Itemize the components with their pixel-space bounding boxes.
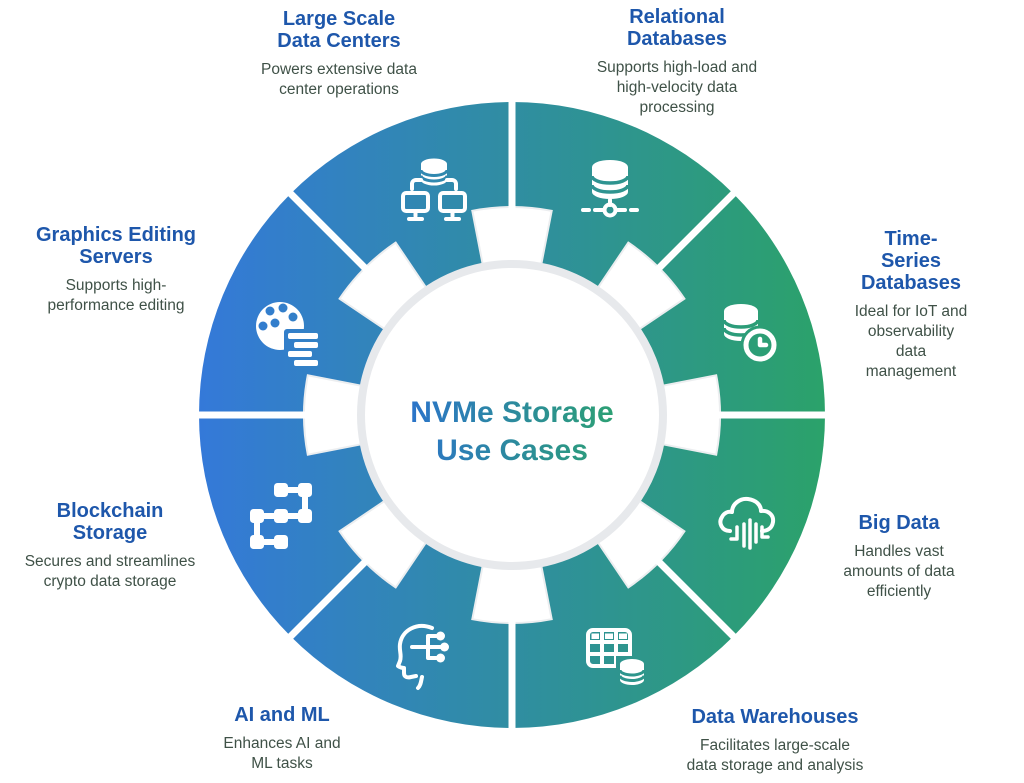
segment-title: Large Scale Data Centers <box>277 8 401 52</box>
segment-label-blockchain-storage: Blockchain Storage Secures and streamlin… <box>13 500 208 592</box>
blockchain-icon <box>250 483 312 549</box>
time-series-database-icon <box>724 304 777 362</box>
wheel-center-circle <box>357 260 667 570</box>
relational-database-icon <box>581 160 639 218</box>
segment-label-relational-databases: Relational Databases Supports high-load … <box>587 6 767 118</box>
segment-description: Powers extensive data center operations <box>261 61 417 98</box>
data-warehouse-icon <box>586 628 644 685</box>
wheel-title: NVMe Storage Use Cases <box>387 394 637 470</box>
segment-description: Supports high-load and high-velocity dat… <box>596 59 758 116</box>
segment-title: Data Warehouses <box>691 706 859 728</box>
segment-description: Secures and streamlines crypto data stor… <box>24 553 196 590</box>
segment-description: Ideal for IoT and observability data man… <box>854 303 968 380</box>
big-data-cloud-icon <box>718 496 776 550</box>
segment-label-graphics-editing-servers: Graphics Editing Servers Supports high-p… <box>31 224 201 316</box>
segment-description: Handles vast amounts of data efficiently <box>843 543 955 600</box>
segment-description: Supports high-performance editing <box>47 277 185 314</box>
ai-ml-head-icon <box>396 624 449 690</box>
segment-description: Facilitates large-scale data storage and… <box>686 737 864 774</box>
segment-label-data-warehouses: Data Warehouses Facilitates large-scale … <box>685 706 865 776</box>
segment-label-ai-and-ml: AI and ML Enhances AI and ML tasks <box>220 704 345 774</box>
segment-label-time-series-databases: Time-Series Databases Ideal for IoT and … <box>855 228 968 382</box>
segment-label-big-data: Big Data Handles vast amounts of data ef… <box>837 512 962 602</box>
segment-title: Time-Series Databases <box>860 228 962 294</box>
data-centers-icon <box>401 158 467 221</box>
segment-title: Blockchain Storage <box>56 500 164 544</box>
segment-divider-lines <box>196 99 828 731</box>
segment-title: AI and ML <box>234 704 330 726</box>
segment-title: Big Data <box>858 512 940 534</box>
segment-title: Graphics Editing Servers <box>35 224 197 268</box>
segment-label-large-scale-data-centers: Large Scale Data Centers Powers extensiv… <box>244 8 434 100</box>
segment-description: Enhances AI and ML tasks <box>223 735 341 772</box>
segment-title: Relational Databases <box>626 6 728 50</box>
graphics-palette-icon <box>256 302 318 366</box>
